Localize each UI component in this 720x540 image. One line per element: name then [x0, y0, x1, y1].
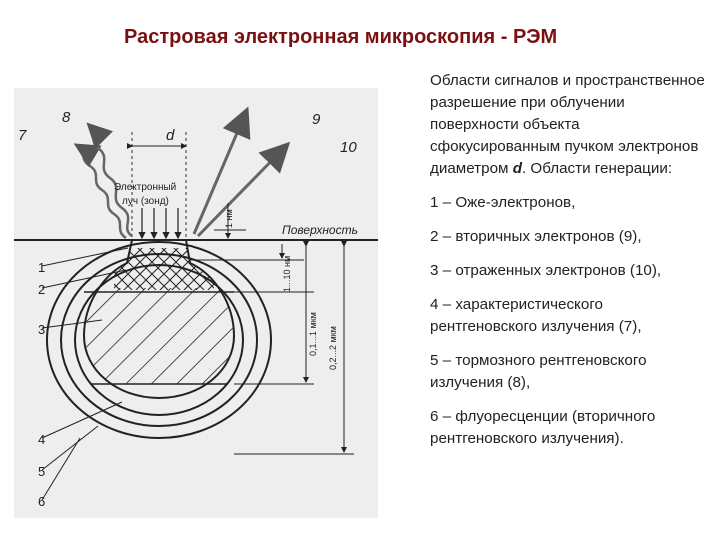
list-item: 4 – характеристического рентгеновского и…: [430, 296, 642, 335]
layer-label-2: 2: [38, 282, 45, 297]
list-item: 1 – Оже-электронов,: [430, 194, 576, 211]
label-9: 9: [312, 111, 321, 128]
intro-text-part2: . Области генерации:: [521, 160, 673, 177]
label-8: 8: [62, 109, 71, 126]
signal-8-bremsstrahlung-wave: [86, 122, 133, 238]
signal-9-arrow: [192, 106, 251, 235]
dim-02-2um: 0,2...2 мкм: [328, 326, 338, 370]
layer-label-4: 4: [38, 432, 45, 447]
list-item: 6 – флуоресценции (вторичного рентгеновс…: [430, 408, 656, 447]
region-6-outline: [46, 241, 272, 439]
beam-label-line2: луч (зонд): [122, 196, 169, 207]
layer-label-6: 6: [38, 494, 45, 509]
list-item: 3 – отраженных электронов (10),: [430, 262, 662, 279]
intro-d: d: [512, 160, 522, 177]
dim-1nm: 1 нм: [224, 209, 234, 228]
dim-01-1um: 0,1...1 мкм: [308, 312, 318, 356]
label-10: 10: [340, 139, 357, 156]
layer-label-5: 5: [38, 464, 45, 479]
list-item: 2 – вторичных электронов (9),: [430, 228, 642, 245]
description-panel: Области сигналов и пространственное разр…: [430, 70, 712, 462]
sem-interaction-diagram: 8 7 9 10 d Электронный луч (зонд) 1 нм П…: [14, 88, 378, 518]
layer-label-3: 3: [38, 322, 45, 337]
intro-text-part1: Области сигналов и пространственное разр…: [430, 72, 705, 177]
list-item: 5 – тормозного рентгеновского излучения …: [430, 352, 647, 391]
signal-7-xray-wave: [73, 143, 127, 240]
surface-label: Поверхность: [282, 223, 358, 237]
beam-label-line1: Электронный: [114, 182, 176, 193]
layer-label-1: 1: [38, 260, 45, 275]
label-7: 7: [18, 127, 27, 144]
intro-paragraph: Области сигналов и пространственное разр…: [430, 70, 712, 180]
dim-1-10nm: 1...10 нм: [282, 256, 292, 292]
label-d: d: [166, 127, 175, 144]
signal-10-arrow: [196, 141, 291, 238]
bulb-outline: [82, 239, 236, 400]
slide-title: Растровая электронная микроскопия - РЭМ: [124, 26, 558, 48]
